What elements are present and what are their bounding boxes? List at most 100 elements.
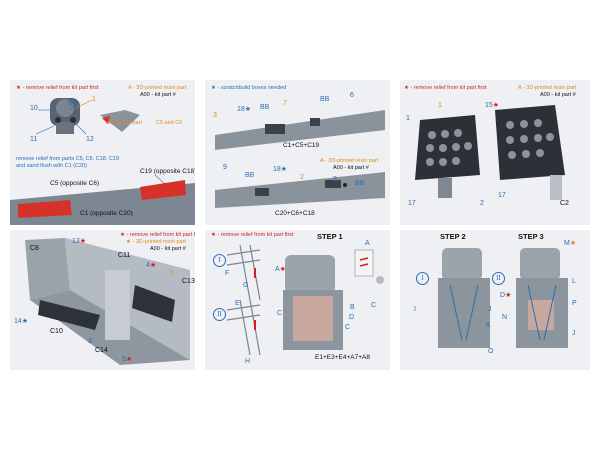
- strap-set-2: [226, 299, 261, 356]
- panel-6: STEP 2 STEP 3 I II I J K M★ L D★ N P J O: [400, 230, 590, 370]
- label-5-star: 5★: [122, 356, 133, 363]
- step-2-title: STEP 2: [440, 232, 466, 241]
- label-b: B: [350, 304, 355, 311]
- label-bb-1: BB: [260, 104, 270, 111]
- legend-remove-5: ★ - remove relief from kit part first: [211, 232, 294, 238]
- label-c5: C5 (opposite C6): [50, 180, 100, 187]
- label-6: 6: [350, 92, 354, 99]
- label-e: E: [235, 300, 240, 307]
- label-bb-4: BB: [355, 180, 365, 187]
- label-c-1: C: [277, 310, 283, 317]
- legend-scratchbuild: ★ - scratchbuild boxes needed: [211, 85, 287, 91]
- label-12: 12: [86, 136, 94, 143]
- caption-top: C1+C5+C19: [283, 142, 320, 149]
- label-9: 9: [223, 164, 227, 171]
- label-10: 10: [30, 105, 38, 112]
- part-c19: [140, 180, 186, 200]
- label-d-6: D★: [500, 292, 512, 299]
- label-bb-2: BB: [320, 96, 330, 103]
- legend-remove-4: ★ - remove relief from kit part first: [120, 232, 195, 238]
- legend-kit-3: A00 - kit part #: [540, 92, 576, 98]
- label-g: G: [243, 282, 249, 289]
- seat-step2-head: [442, 248, 482, 280]
- remove-note: remove relief from parts C5, C6, C18, C1…: [16, 156, 120, 169]
- strap-set-1: [226, 244, 261, 301]
- label-c11: C11: [118, 252, 131, 259]
- legend-resin-3: A - 3D-printed resin part: [518, 85, 577, 91]
- legend-resin: A - 3D-printed resin part: [128, 85, 187, 91]
- label-7: 7: [283, 100, 287, 107]
- console-left: [38, 300, 100, 330]
- label-11: 11: [30, 136, 38, 143]
- panel-3-artwork: [415, 105, 565, 200]
- label-c2: C2: [560, 200, 569, 207]
- legend-remove-3: ★ - remove relief from kit part first: [404, 85, 487, 91]
- label-bb: BB: [68, 100, 78, 107]
- label-2: 2: [480, 200, 484, 207]
- legend-kit: A00 - kit part #: [140, 92, 176, 98]
- label-c1: C1 (opposite C20): [80, 210, 133, 217]
- c5c6-note: C5 and C6: [156, 120, 183, 126]
- caption-bottom: C20+C6+C18: [275, 210, 315, 217]
- label-2: 2: [300, 174, 304, 181]
- label-1-top: 1: [438, 102, 442, 109]
- panel-4: ★ - remove relief from kit part first ★ …: [10, 230, 195, 370]
- seat-step2-body: [438, 278, 490, 348]
- label-p: P: [572, 300, 577, 307]
- part-a: [354, 249, 374, 277]
- label-k: K: [486, 322, 491, 329]
- seat-step3-head: [520, 248, 560, 280]
- label-i: I: [414, 306, 416, 313]
- panel-2: ★ - scratchbuild boxes needed 3 18★ BB 7…: [205, 80, 390, 225]
- panel-6-artwork: [438, 248, 568, 348]
- label-17-right: 17: [498, 192, 506, 199]
- legend-kit-4: A00 - kit part #: [150, 246, 186, 252]
- panel-5-artwork: [226, 244, 384, 356]
- console-top: [215, 110, 385, 150]
- panel-3: ★ - remove relief from kit part first A …: [400, 80, 590, 225]
- legend-resin-2: A - 3D-printed resin part: [320, 158, 379, 164]
- legend-kit-2: A00 - kit part #: [333, 165, 369, 171]
- cut-note: cut off this part: [106, 120, 142, 126]
- panel-5: ★ - remove relief from kit part first ST…: [205, 230, 390, 370]
- seat-cushion: [293, 296, 333, 341]
- label-f: F: [225, 270, 230, 277]
- label-c-3: C: [371, 302, 377, 309]
- label-3: 3: [213, 112, 217, 119]
- label-n: N: [502, 314, 508, 321]
- label-a-top: A: [365, 240, 370, 247]
- label-c13: C13: [182, 278, 195, 285]
- seat-headrest: [285, 255, 335, 293]
- label-c-2: C: [345, 324, 351, 331]
- label-h: H: [245, 358, 251, 365]
- part-c5: [18, 200, 72, 218]
- panel-1: ★ - remove relief from kit part first A …: [10, 80, 195, 225]
- step-1-title: STEP 1: [317, 232, 343, 241]
- label-c14: C14: [95, 347, 108, 354]
- roman-i: I: [213, 254, 226, 267]
- label-18: 18★: [237, 106, 252, 113]
- label-j: J: [488, 306, 492, 313]
- panel-4-artwork: [25, 238, 190, 365]
- label-3: 3: [88, 338, 92, 345]
- label-14: 14★: [14, 318, 29, 325]
- legend-resin-4: ★ - 3D-printed resin part: [126, 239, 186, 245]
- label-4: 4★: [146, 262, 157, 269]
- label-j-6: J: [572, 330, 576, 337]
- label-1-left: 1: [406, 115, 410, 122]
- label-d: D: [349, 314, 355, 321]
- tub-wall-left: [25, 238, 70, 300]
- label-1: 1: [92, 96, 96, 103]
- roman-i-6: I: [416, 272, 429, 285]
- label-c19: C19 (opposite C18): [140, 168, 195, 175]
- label-m: M★: [564, 240, 577, 247]
- label-17-left: 17: [408, 200, 416, 207]
- roman-ii: II: [213, 308, 226, 321]
- label-a-star: A★: [275, 266, 286, 273]
- console-bottom: [215, 172, 385, 208]
- roman-ii-6: II: [492, 272, 505, 285]
- panel-1-artwork: [10, 98, 195, 225]
- label-15: 15★: [485, 102, 500, 109]
- label-bb-3: BB: [245, 172, 255, 179]
- legend-remove: ★ - remove relief from kit part first: [16, 85, 99, 91]
